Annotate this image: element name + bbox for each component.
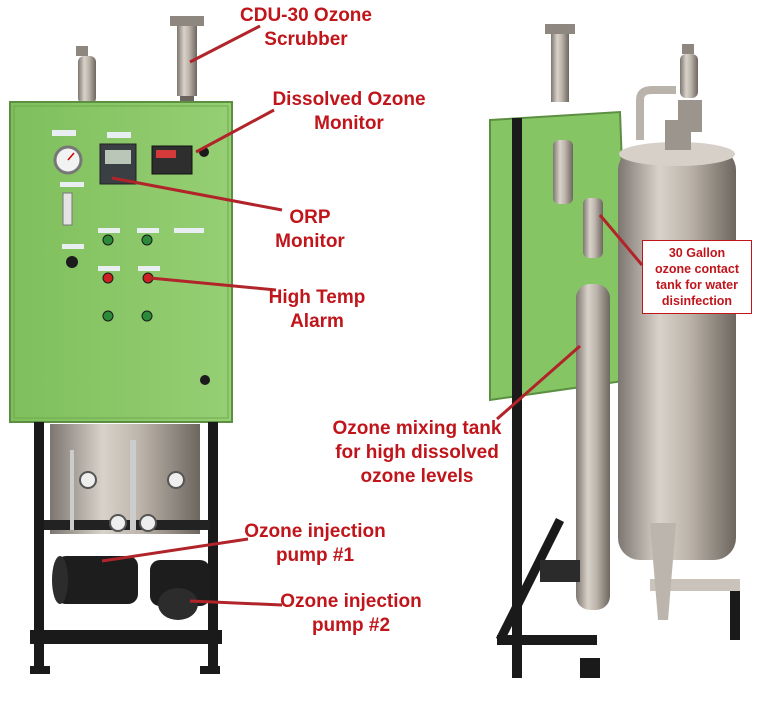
pump-1 [52, 556, 138, 604]
mixing-tank [576, 284, 610, 610]
contact-tank [618, 120, 736, 560]
dissolved-ozone-monitor-device [151, 145, 193, 175]
pressure-gauge [52, 130, 83, 175]
side-scrubber [551, 34, 569, 102]
flow-meter [60, 182, 84, 226]
side-unit [489, 24, 740, 678]
leader-lines [101, 24, 644, 607]
orp-monitor-device [99, 132, 137, 185]
vent-valve-left [76, 46, 96, 104]
indicator-lights [62, 228, 210, 385]
scrubber-column [170, 16, 204, 106]
front-unit [9, 16, 233, 674]
label-contact-tank: 30 Gallon ozone contact tank for water d… [642, 240, 752, 314]
lower-frame [30, 422, 222, 674]
pump-2 [150, 560, 210, 620]
